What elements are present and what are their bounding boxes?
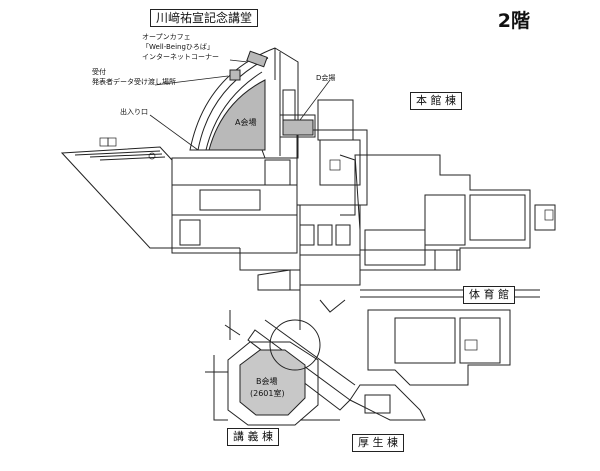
welfare-outline — [349, 384, 426, 421]
main-building-outline — [354, 154, 531, 271]
cafe-label-line1: オープンカフェ — [142, 33, 191, 41]
venue-d-area — [282, 119, 314, 136]
corridor-block — [171, 157, 298, 254]
venue-a-area — [208, 79, 266, 151]
cafe-area — [246, 50, 268, 68]
floor-label: 2階 — [497, 10, 530, 32]
gym-label: 体 育 館 — [463, 286, 515, 304]
lecture-building-label: 講 義 棟 — [227, 428, 279, 446]
stair-wedge — [60, 146, 173, 249]
venue-d-label: D会場 — [316, 74, 336, 82]
kawasaki-hall-label: 川﨑祐宣記念講堂 — [150, 9, 259, 27]
main-building-label: 本 館 棟 — [410, 92, 462, 110]
central-block — [296, 129, 368, 206]
venue-b-label-line1: B会場 — [256, 377, 278, 386]
gym-outline — [367, 309, 511, 386]
entrance-label: 出入り口 — [120, 108, 148, 116]
venue-b-label-line2: (2601室) — [250, 389, 285, 398]
reception-area — [229, 69, 241, 81]
cafe-label-line3: インターネットコーナー — [142, 53, 219, 61]
cafe-label-line2: 「Well-Beingひろば」 — [142, 43, 214, 51]
lecture-hall-outline — [227, 341, 319, 426]
reception-label-line1: 受付 — [92, 68, 106, 76]
reception-label-line2: 発表者データ受け渡し場所 — [92, 78, 176, 86]
venue-a-label: A会場 — [235, 118, 257, 127]
welfare-building-label: 厚 生 棟 — [352, 434, 404, 452]
